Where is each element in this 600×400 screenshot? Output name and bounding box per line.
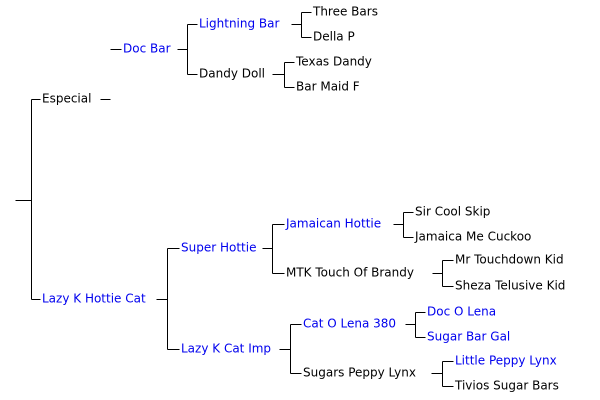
horse-link-cat-o-lena-380[interactable]: Cat O Lena 380 (303, 317, 396, 331)
horse-name-jamaica-me-cuckoo: Jamaica Me Cuckoo (414, 230, 531, 244)
horse-name-sugars-peppy-lynx: Sugars Peppy Lynx (303, 366, 416, 380)
horse-link-lazy-k-cat-imp[interactable]: Lazy K Cat Imp (181, 342, 271, 356)
horse-link-super-hottie[interactable]: Super Hottie (181, 241, 256, 255)
horse-link-jamaican-hottie[interactable]: Jamaican Hottie (285, 217, 381, 231)
pedigree-connectors (15, 12, 454, 387)
pedigree-nodes: Especial Doc Bar Lightning Bar Three BarsDe… (42, 5, 565, 393)
horse-name-della-p: Della P (313, 30, 355, 44)
horse-link-sugar-bar-gal[interactable]: Sugar Bar Gal (427, 330, 510, 344)
horse-link-doc-o-lena[interactable]: Doc O Lena (427, 305, 496, 319)
horse-link-lightning-bar[interactable]: Lightning Bar (199, 17, 280, 31)
horse-name-dandy-doll: Dandy Doll (199, 67, 265, 81)
horse-name-sir-cool-skip: Sir Cool Skip (415, 205, 490, 219)
horse-name-sheza-telusive-kid: Sheza Telusive Kid (455, 279, 565, 293)
horse-name-three-bars: Three Bars (312, 5, 378, 19)
horse-name-bar-maid-f: Bar Maid F (296, 80, 360, 94)
horse-name-mr-touchdown-kid: Mr Touchdown Kid (455, 253, 564, 267)
horse-link-lazy-k-hottie-cat[interactable]: Lazy K Hottie Cat (42, 292, 146, 306)
horse-link-little-peppy-lynx[interactable]: Little Peppy Lynx (455, 354, 557, 368)
horse-link-doc-bar[interactable]: Doc Bar (123, 42, 171, 56)
horse-name-mtk-touch-of-brandy: MTK Touch Of Brandy (286, 266, 414, 280)
horse-name-especial: Especial (42, 92, 91, 106)
horse-name-texas-dandy: Texas Dandy (295, 55, 372, 69)
horse-name-tivios-sugar-bars: Tivios Sugar Bars (454, 379, 559, 393)
